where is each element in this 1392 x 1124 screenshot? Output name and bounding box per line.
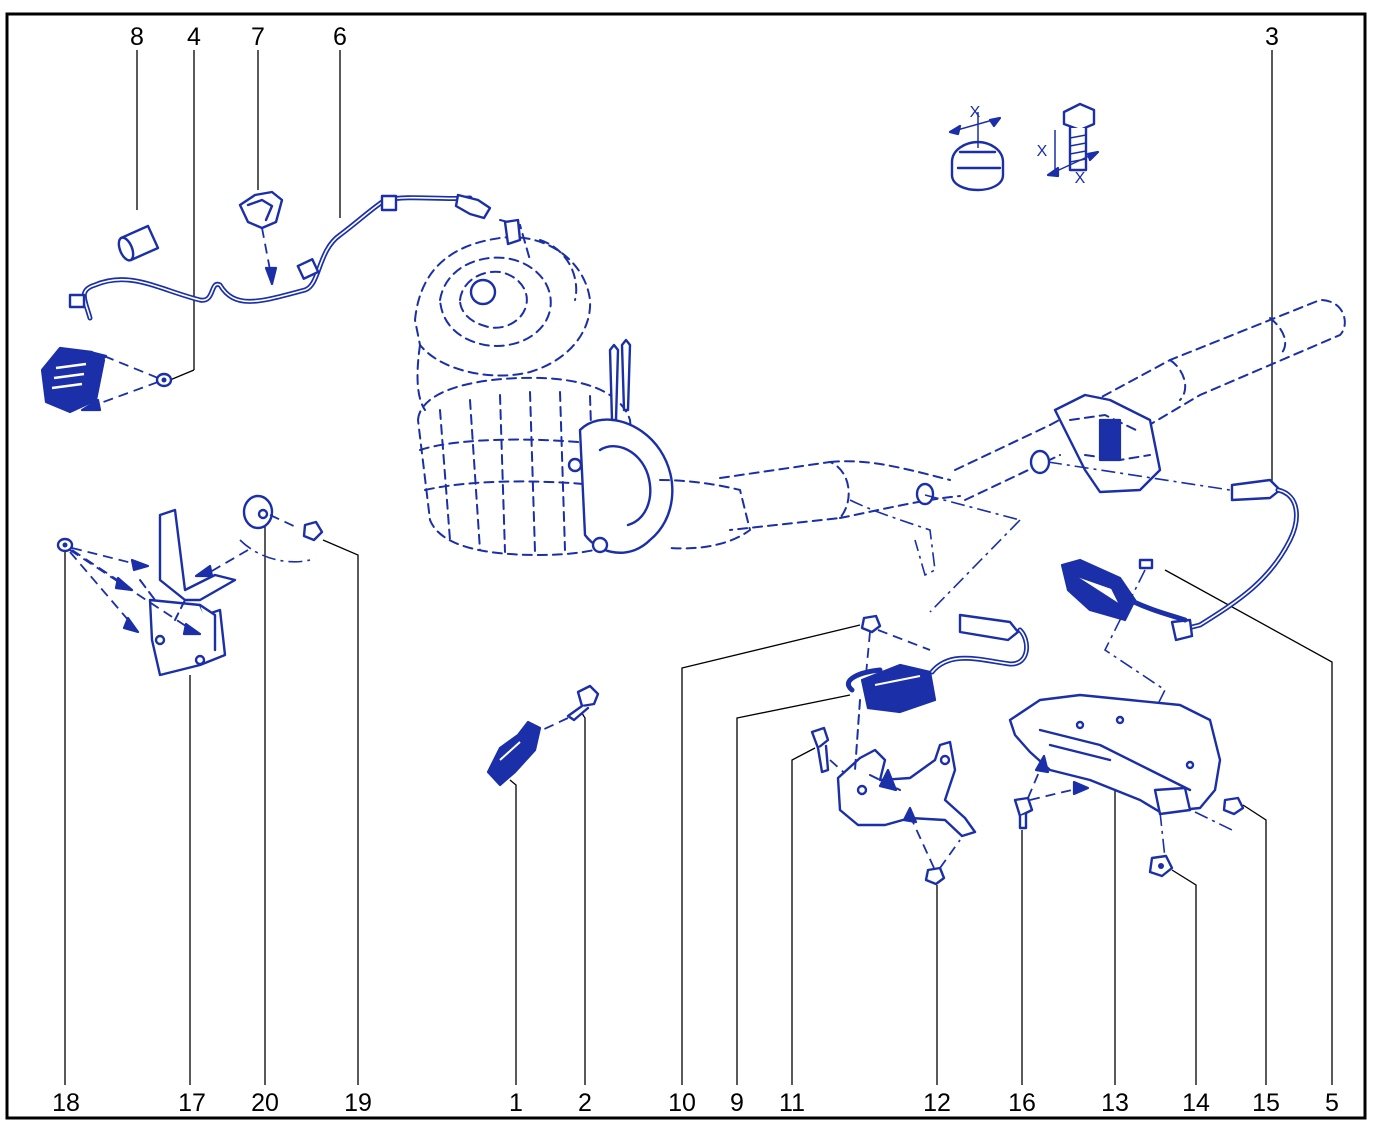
part-19-bolt (269, 514, 324, 542)
callout-labels: 8 4 7 6 3 18 17 20 19 1 2 10 9 11 12 16 … (52, 23, 1339, 1117)
bolt-dimension-icon: X X (1037, 102, 1100, 187)
part-5-sensor-module (1060, 558, 1188, 761)
leader-4b (169, 369, 195, 381)
part-12-nut (911, 819, 961, 886)
callout-15: 15 (1252, 1089, 1280, 1117)
callout-6: 6 (333, 23, 347, 51)
part-14-bolt (1148, 854, 1174, 878)
leader-15 (1242, 804, 1267, 1085)
part-4-nut (155, 372, 173, 388)
callout-9: 9 (730, 1089, 744, 1117)
part-12-bracket (836, 699, 977, 838)
leader-11 (791, 747, 816, 1085)
leader-lines (64, 50, 1333, 1085)
part-1-sensor (486, 720, 542, 787)
callout-2: 2 (578, 1089, 592, 1117)
part-9-nox-module (846, 494, 1030, 714)
part-3-sensor (1047, 461, 1299, 642)
dpf-assembly (413, 218, 1346, 577)
callout-5: 5 (1325, 1089, 1339, 1117)
leader-5 (1164, 569, 1333, 1085)
part-6-sensor-cable (40, 193, 492, 414)
part-18-nut (56, 537, 202, 636)
callout-19: 19 (344, 1089, 372, 1117)
callout-11: 11 (779, 1089, 805, 1117)
part-16-bolt (1013, 754, 1090, 830)
leader-1 (509, 779, 517, 1085)
callout-4: 4 (187, 23, 201, 51)
callout-1: 1 (509, 1089, 523, 1117)
callout-17: 17 (178, 1089, 206, 1117)
callout-20: 20 (251, 1089, 279, 1117)
dim-x-label-bolt-length: X (1037, 143, 1048, 160)
leader-14 (1171, 869, 1197, 1085)
part-2-bolt (537, 684, 600, 733)
part-17-bracket (139, 508, 237, 677)
part-7-clip (238, 190, 284, 286)
callout-14: 14 (1182, 1089, 1210, 1117)
callout-7: 7 (251, 23, 265, 51)
callout-18: 18 (52, 1089, 80, 1117)
dim-x-label-nut: X (970, 104, 981, 121)
part-8-sleeve (117, 224, 160, 262)
part-11-bolt (810, 726, 851, 779)
callout-10: 10 (668, 1089, 696, 1117)
nut-dimension-icon: X (948, 104, 1005, 192)
part-10-nut (860, 614, 931, 686)
part-13-heat-shield (1008, 693, 1233, 859)
diagram-frame (5, 12, 1367, 1120)
dim-x-label-bolt-dia: X (1075, 170, 1086, 187)
callout-16: 16 (1008, 1089, 1036, 1117)
callout-8: 8 (130, 23, 144, 51)
callout-12: 12 (923, 1089, 951, 1117)
part-20-washer (194, 494, 311, 578)
callout-13: 13 (1101, 1089, 1129, 1117)
leader-9 (736, 694, 851, 1085)
leader-10 (681, 624, 861, 1085)
leader-19 (322, 539, 359, 1085)
callout-3: 3 (1265, 23, 1279, 51)
part-15-nut (1222, 796, 1245, 816)
